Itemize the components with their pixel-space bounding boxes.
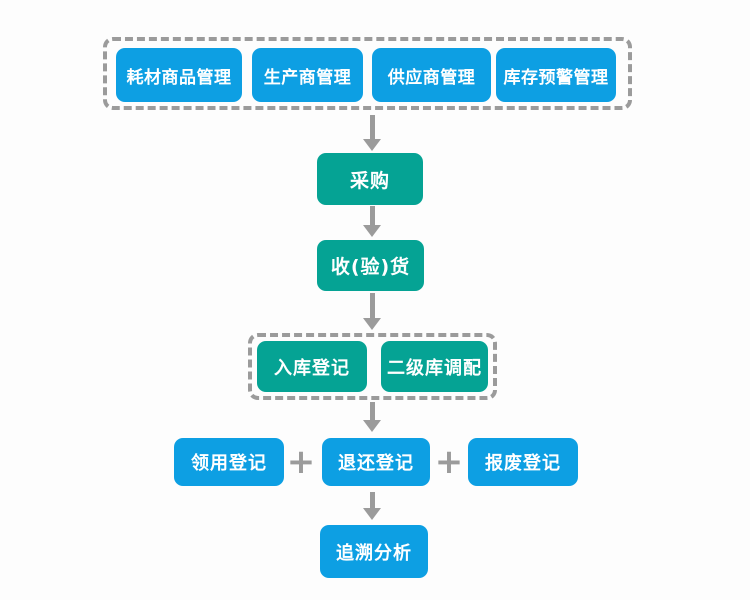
arrow-head-icon (363, 139, 381, 151)
arrow-head-icon (363, 420, 381, 432)
down-arrow-connector-4 (363, 402, 381, 432)
arrow-stem (369, 492, 375, 508)
plus-icon: + (286, 442, 316, 482)
arrow-stem (369, 115, 375, 139)
down-arrow-connector-2 (363, 206, 381, 237)
down-arrow-connector-5 (363, 492, 381, 520)
box-trace-analysis: 追溯分析 (320, 525, 428, 578)
box-warehouse-entry-registration: 入库登记 (257, 341, 367, 392)
box-supplier-management: 供应商管理 (372, 48, 491, 102)
arrow-head-icon (363, 508, 381, 520)
arrow-stem (369, 293, 375, 318)
down-arrow-connector-3 (363, 293, 381, 330)
box-return-registration: 退还登记 (322, 438, 430, 486)
box-manufacturer-management: 生产商管理 (252, 48, 363, 102)
box-inventory-warning-management: 库存预警管理 (496, 48, 616, 102)
box-requisition-registration: 领用登记 (174, 438, 284, 486)
box-receiving-inspection: 收(验)货 (317, 240, 424, 291)
management-modules-group (103, 37, 632, 110)
arrow-stem (369, 206, 375, 225)
warehouse-operations-group (248, 333, 497, 400)
box-purchase: 采购 (317, 153, 423, 205)
arrow-head-icon (363, 225, 381, 237)
box-consumable-goods-management: 耗材商品管理 (116, 48, 242, 102)
box-scrap-registration: 报废登记 (468, 438, 578, 486)
arrow-head-icon (363, 318, 381, 330)
down-arrow-connector-1 (363, 115, 381, 151)
plus-icon: + (434, 442, 464, 482)
arrow-stem (369, 402, 375, 420)
box-secondary-warehouse-allocation: 二级库调配 (381, 341, 488, 392)
